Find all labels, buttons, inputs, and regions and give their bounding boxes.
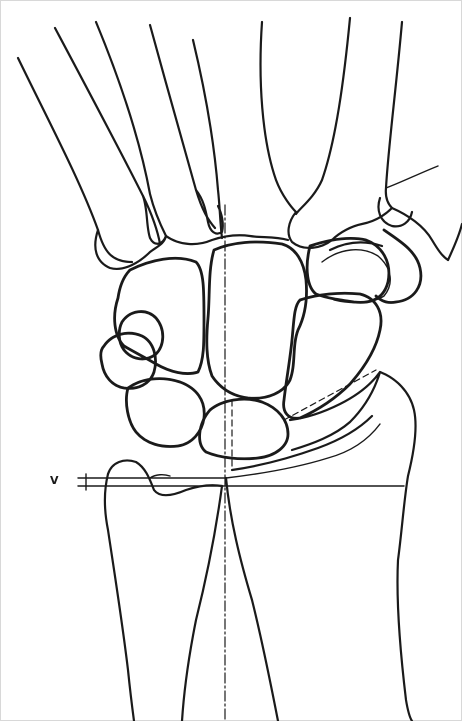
metacarpal-3-ulnar — [193, 40, 222, 238]
radial-styloid — [380, 372, 416, 721]
metacarpal-5-ulnar — [18, 58, 132, 262]
reference-lines — [78, 205, 404, 721]
scaphoid-axis-dashed — [284, 370, 376, 420]
metacarpal-4-radial — [150, 25, 215, 228]
ulna-shaft-ulnar — [105, 474, 134, 721]
metacarpal-4-ulnar — [96, 22, 166, 236]
radius-rim — [226, 424, 380, 478]
lunate — [200, 399, 288, 459]
metacarpal-bases — [95, 190, 412, 269]
metacarpal-1-outer — [448, 224, 462, 260]
metacarpal-2-ulnar — [296, 18, 350, 214]
forearm-bones — [105, 372, 416, 721]
capitate — [207, 242, 307, 398]
metacarpal-1-radial — [386, 166, 438, 188]
mc2-base — [289, 208, 392, 248]
radius-joint-line — [232, 416, 372, 470]
radius-ulnar-border — [226, 478, 278, 721]
metacarpal-3-radial — [261, 22, 296, 212]
mc2-notch — [379, 198, 413, 226]
carpal-bones — [101, 230, 421, 459]
trapezium-ridge — [330, 243, 382, 250]
scaphoid — [284, 293, 381, 418]
lunate-ulnar — [126, 379, 204, 447]
metacarpal-5-radial — [55, 28, 160, 244]
metacarpal-2-radial — [386, 22, 402, 208]
ulna-shaft-radial — [182, 486, 222, 721]
metacarpal-1-ulnar — [392, 208, 448, 260]
ulnar-variance-label: V — [50, 475, 59, 486]
